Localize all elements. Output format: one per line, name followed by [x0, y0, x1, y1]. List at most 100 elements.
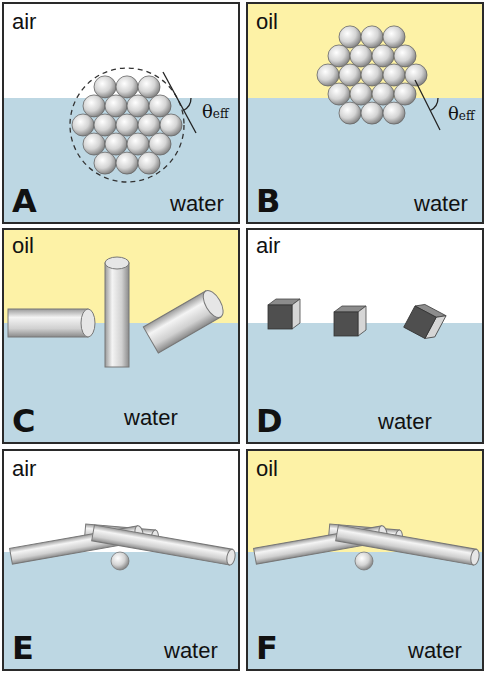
sphere — [372, 83, 394, 105]
medium-label: water — [170, 192, 224, 216]
sphere — [83, 133, 105, 155]
panel: airEwater — [2, 449, 240, 671]
cylinder-end — [199, 287, 227, 320]
cube-face — [268, 305, 292, 329]
sphere — [355, 552, 373, 570]
water-ground — [2, 98, 240, 224]
medium-label: water — [124, 406, 178, 430]
sphere — [339, 102, 361, 124]
medium-label: oil — [256, 10, 278, 34]
sphere — [160, 114, 182, 136]
contact-angle-lines — [70, 68, 440, 182]
sphere — [116, 152, 138, 174]
sphere — [94, 152, 116, 174]
panel: oilFwater — [246, 449, 484, 671]
sphere — [111, 552, 129, 570]
cylinder-body — [336, 525, 477, 565]
sphere — [394, 45, 416, 67]
cylinder — [105, 257, 129, 367]
sphere — [105, 133, 127, 155]
sphere — [94, 76, 116, 98]
medium-label: water — [414, 192, 468, 216]
sphere — [138, 114, 160, 136]
particle-cluster — [72, 76, 182, 174]
cube — [334, 306, 366, 336]
sphere — [127, 95, 149, 117]
panel-letter: F — [256, 631, 278, 666]
sphere — [372, 45, 394, 67]
cube — [404, 301, 446, 343]
medium-label: water — [164, 639, 218, 663]
sphere — [116, 114, 138, 136]
cylinder-body — [8, 309, 88, 337]
cube-face — [404, 306, 436, 338]
sphere — [149, 133, 171, 155]
tangent-line — [415, 80, 440, 130]
medium-label: air — [12, 10, 36, 34]
cylinder — [143, 287, 227, 353]
sphere — [138, 152, 160, 174]
sphere — [361, 102, 383, 124]
sphere — [138, 76, 160, 98]
sphere — [383, 102, 405, 124]
cylinder — [336, 525, 481, 566]
cylinder-end — [81, 309, 95, 337]
medium-label: air — [12, 457, 36, 481]
medium-label: oil — [256, 457, 278, 481]
angle-label: θeff — [448, 104, 474, 124]
sphere — [127, 133, 149, 155]
water-ground — [246, 323, 484, 444]
tangent-line — [163, 72, 196, 133]
cylinder-end — [105, 257, 129, 269]
panel-letter: D — [256, 404, 283, 439]
panel-letter: E — [12, 631, 34, 666]
sphere — [383, 64, 405, 86]
panel-letter: A — [12, 184, 37, 219]
sphere — [72, 114, 94, 136]
cube — [268, 299, 300, 329]
sphere — [383, 26, 405, 48]
medium-label: air — [256, 234, 280, 258]
cube-face — [334, 312, 358, 336]
panel: oil θeffBwater — [246, 2, 484, 224]
angle-arc — [430, 98, 438, 111]
sphere — [350, 83, 372, 105]
angle-label: θeff — [202, 102, 228, 122]
medium-label: water — [408, 639, 462, 663]
particles — [8, 26, 480, 570]
particle-cluster — [317, 26, 427, 124]
sphere — [83, 95, 105, 117]
sphere — [317, 64, 339, 86]
water-ground — [246, 98, 484, 224]
panel-letter: B — [256, 184, 280, 219]
cylinder — [8, 309, 95, 337]
sphere — [394, 83, 416, 105]
panel: airDwater — [246, 228, 484, 444]
cube-face — [358, 306, 366, 336]
panel: air θeffAwater — [2, 2, 240, 224]
sphere — [105, 95, 127, 117]
sphere — [361, 64, 383, 86]
angle-arc — [184, 98, 191, 110]
sphere — [361, 26, 383, 48]
cylinder-end — [226, 549, 237, 566]
sphere — [94, 114, 116, 136]
sphere — [116, 76, 138, 98]
sphere — [328, 83, 350, 105]
sphere — [149, 95, 171, 117]
sphere — [339, 64, 361, 86]
effective-sphere-outline — [70, 68, 184, 182]
sphere — [328, 45, 350, 67]
water-ground — [2, 552, 240, 671]
cylinder-body — [105, 263, 129, 367]
air-ground — [2, 2, 240, 98]
cylinder-body — [92, 525, 233, 565]
medium-label: oil — [12, 234, 34, 258]
cylinder-end — [470, 549, 481, 566]
sphere — [350, 45, 372, 67]
panel-letter: C — [12, 404, 35, 439]
medium-label: water — [378, 410, 432, 434]
cube-face — [292, 299, 300, 329]
